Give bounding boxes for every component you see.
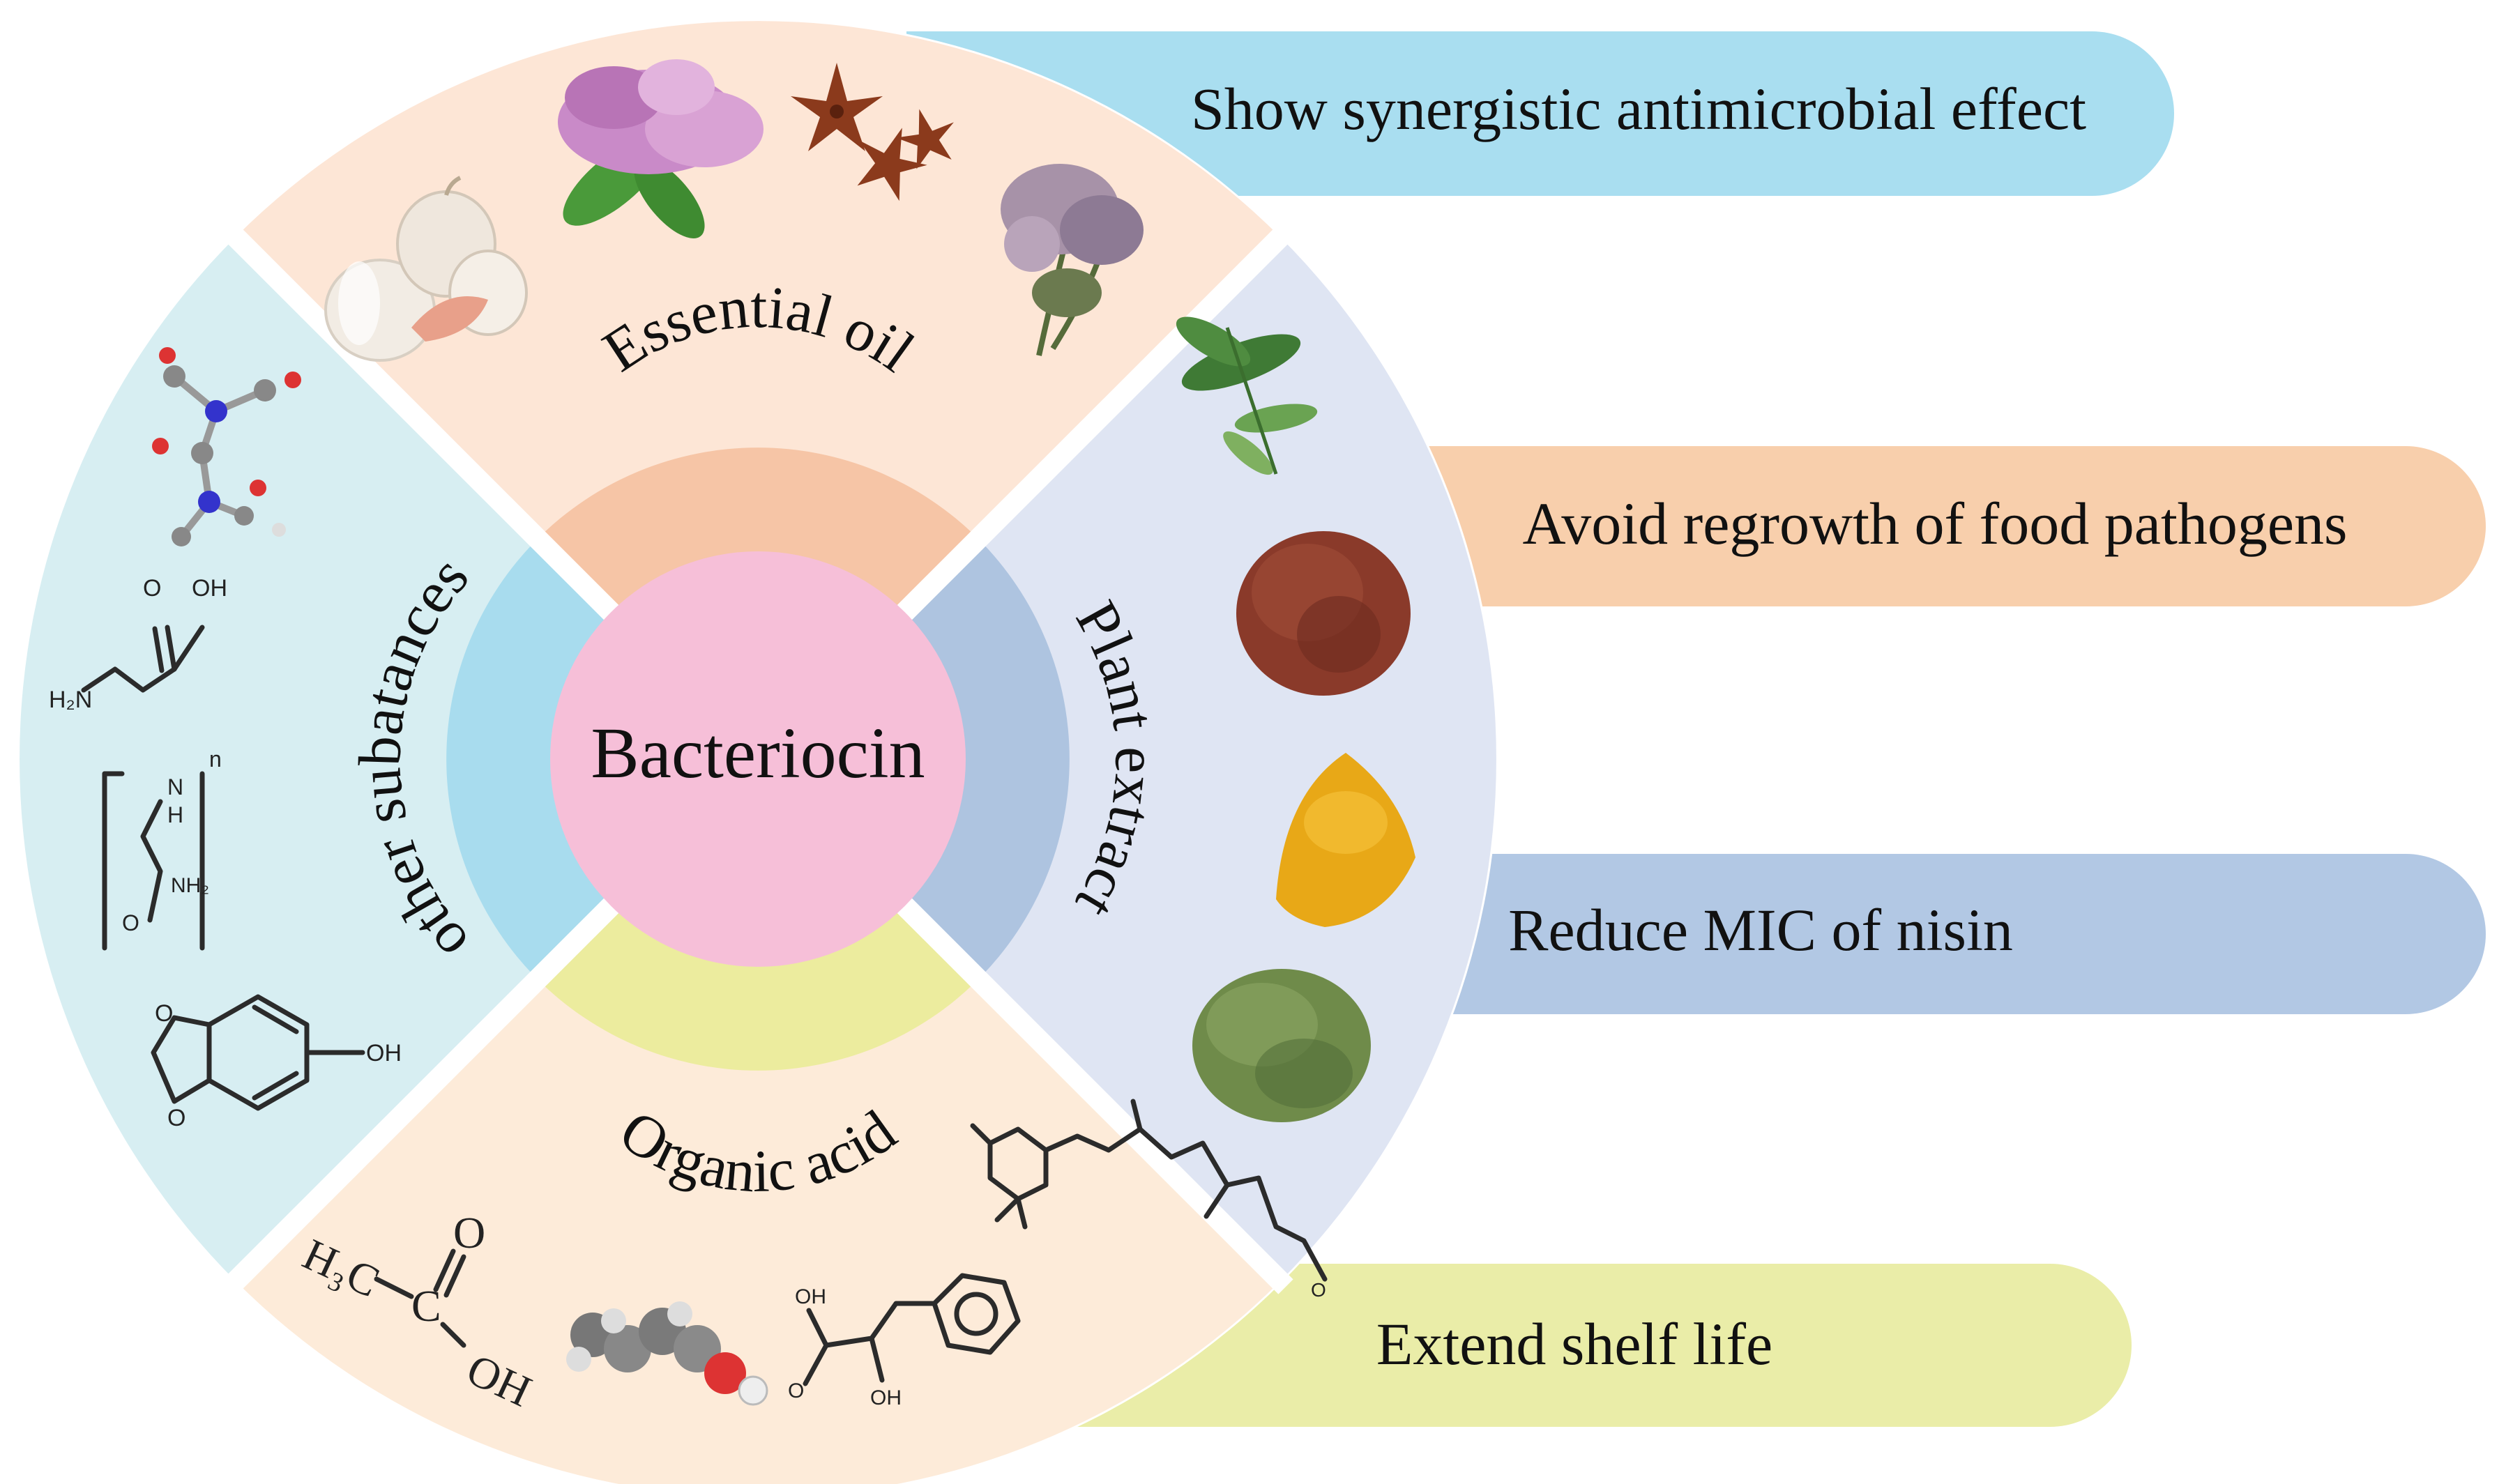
- star-anise-illustration: [791, 63, 954, 201]
- polylysine-sub-n-label: n: [209, 747, 222, 772]
- edta-ball-stick-molecule: [152, 347, 301, 546]
- gaba-oh-label: OH: [192, 575, 227, 602]
- green-leaves-illustration: [1176, 316, 1318, 475]
- polylysine-h-label: H: [167, 802, 183, 827]
- green-tea-leaves-illustration: [1192, 969, 1371, 1122]
- effect-label-4: Extend shelf life: [1376, 1310, 1772, 1377]
- effect-banner-2: Avoid regrowth of food pathogens: [1360, 446, 2486, 606]
- effect-label-1: Show synergistic antimicrobial effect: [1191, 75, 2086, 142]
- sesamol-oh-label: OH: [366, 1040, 402, 1066]
- retinoic-o-label: O: [1311, 1279, 1326, 1301]
- sector-bottom-outer: [236, 759, 1280, 1484]
- pla-oh1-label: OH: [795, 1285, 826, 1308]
- sesamol-o1-label: O: [155, 1000, 173, 1027]
- center-label: Bacteriocin: [591, 713, 925, 793]
- acetic-o-label: O: [453, 1208, 485, 1257]
- polylysine-nh2-label: NH₂: [171, 874, 209, 897]
- banner-shape-1: [906, 31, 2174, 196]
- sesamol-o2-label: O: [167, 1105, 185, 1131]
- polylysine-o-label: O: [122, 910, 139, 935]
- gaba-o-label: O: [143, 575, 161, 602]
- retinoic-acid-structure: O: [970, 1099, 1328, 1301]
- lilac-illustration: [558, 59, 764, 238]
- polylysine-n-label: N: [167, 774, 183, 800]
- pla-oh2-label: OH: [870, 1386, 902, 1409]
- garlic-illustration: [324, 176, 528, 362]
- effect-label-2: Avoid regrowth of food pathogens: [1522, 490, 2347, 557]
- pla-o-label: O: [788, 1379, 804, 1402]
- space-filling-molecule: [566, 1301, 768, 1406]
- effect-banner-1: Show synergistic antimicrobial effect: [906, 31, 2174, 196]
- red-seed-powder-illustration: [1236, 531, 1411, 696]
- gaba-structure: O OH H₂N: [49, 575, 227, 713]
- effect-banner-3: Reduce MIC of nisin: [1360, 854, 2486, 1014]
- gaba-h2n-label: H₂N: [49, 687, 92, 713]
- turmeric-powder-illustration: [1276, 753, 1415, 927]
- banner-shape-2: [1360, 446, 2486, 606]
- sesamol-structure: O O OH: [151, 994, 402, 1131]
- effect-label-3: Reduce MIC of nisin: [1508, 896, 2013, 963]
- center-circle: [550, 551, 966, 967]
- thyme-flower-illustration: [1001, 164, 1144, 356]
- polylysine-structure: N H NH₂ O n: [102, 747, 222, 951]
- banner-shape-3: [1360, 854, 2486, 1014]
- phenyllactic-acid-structure: OH O OH: [788, 1273, 1021, 1409]
